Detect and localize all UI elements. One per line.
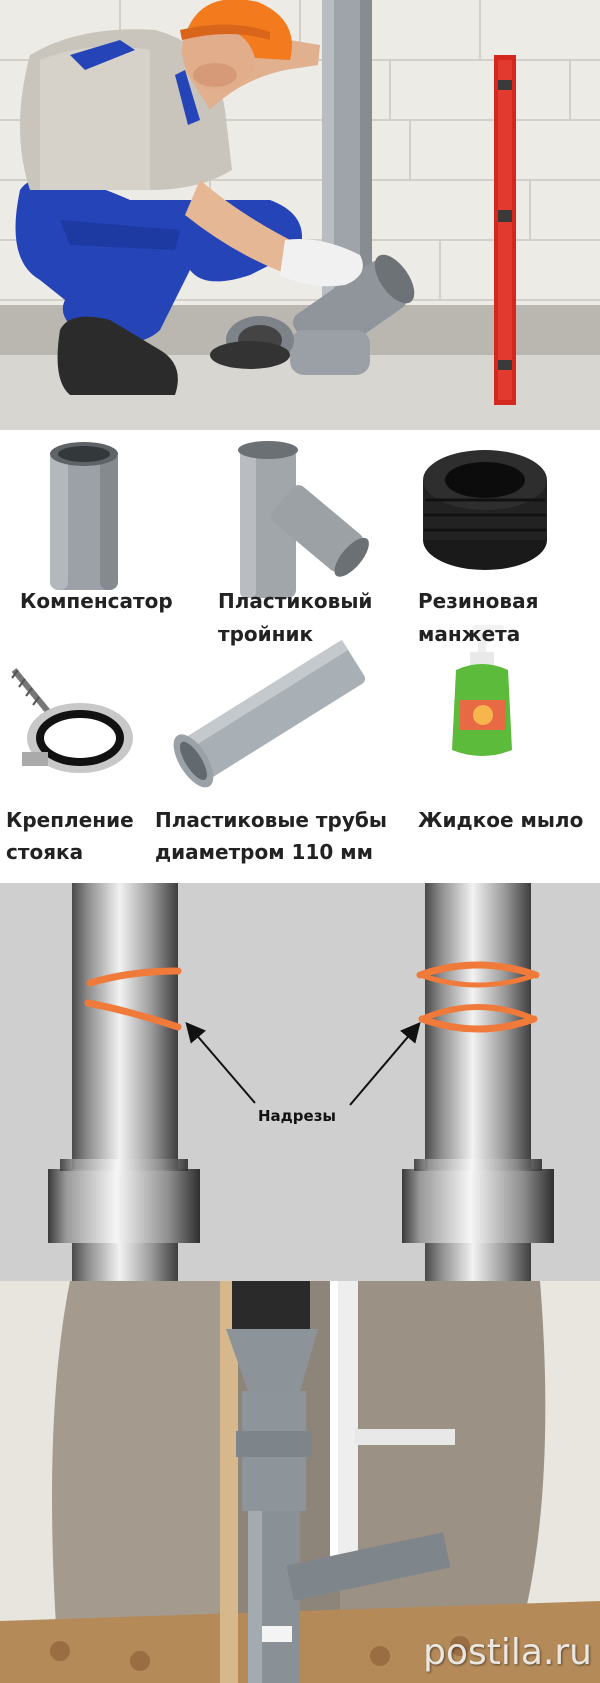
installer-photo-illustration (0, 0, 600, 430)
liquid-soap-image (452, 625, 512, 756)
item-label-tee-line1: Пластиковый (218, 589, 373, 613)
pipe-110-image (173, 639, 366, 788)
item-label-tee-line2: тройник (218, 622, 314, 646)
items-illustrations (11, 441, 547, 788)
required-items-section: Компенсатор Пластиковый тройник Резинова… (0, 430, 600, 883)
installed-riser-photo: postila.ru (0, 1281, 600, 1683)
rubber-cuff-image (423, 450, 547, 570)
item-label-pipes-line2: диаметром 110 мм (155, 840, 373, 864)
cuts-label: Надрезы (258, 1107, 336, 1125)
tee-image (238, 441, 369, 598)
cuts-diagram: Надрезы (0, 883, 600, 1281)
item-label-cuff-line2: манжета (418, 622, 521, 646)
item-label-clamp-line1: Крепление (6, 808, 134, 832)
installed-riser-illustration (0, 1281, 600, 1683)
item-label-compensator: Компенсатор (20, 589, 173, 613)
item-label-soap: Жидкое мыло (418, 808, 584, 832)
item-label-cuff-line1: Резиновая (418, 589, 539, 613)
installer-photo (0, 0, 600, 430)
item-label-clamp-line2: стояка (6, 840, 84, 864)
left-pipe (48, 883, 200, 1281)
right-pipe (402, 883, 554, 1281)
compensator-image (50, 442, 118, 590)
riser-clamp-image (11, 668, 133, 773)
watermark: postila.ru (423, 1632, 592, 1673)
cuts-diagram-drawing (0, 883, 600, 1281)
item-label-pipes-line1: Пластиковые трубы (155, 808, 387, 832)
